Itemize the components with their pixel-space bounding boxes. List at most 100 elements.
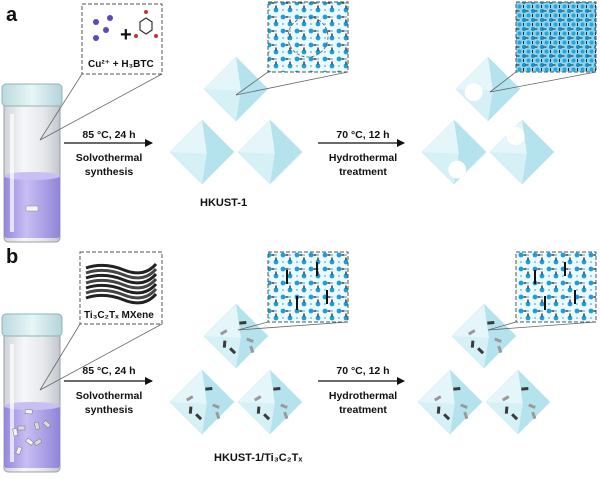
panel-a-collapsed-inset-frame	[515, 1, 597, 73]
mxene-layer-icon	[296, 296, 298, 310]
panel-b-treated-octa-left-mxene-flake	[434, 395, 442, 402]
panel-b-retained-inset-leader-a	[487, 321, 517, 331]
panel-b-treated-octa-right-mxene-flake	[528, 403, 536, 409]
panel-a-vial-glint	[10, 114, 14, 232]
panel-a-vial-cap	[1, 83, 63, 107]
panel-b-octa-top-face-top	[204, 304, 241, 338]
panel-b-vial-flake	[17, 425, 26, 431]
panel-a-letter: a	[6, 4, 18, 26]
panel-a-framework-inset-leader-b	[235, 71, 349, 96]
panel-a-step2-line2: treatment	[339, 166, 387, 178]
panel-b-treated-octa-right-mxene-flake	[511, 413, 519, 421]
panel-a-collapsed-inset-leader-a	[489, 71, 517, 93]
panel-a-octa-right-face-right	[270, 120, 302, 184]
panel-b-step1-conditions: 85 °C, 24 h	[64, 364, 154, 378]
panel-b-octa-top-mxene-flake	[249, 345, 255, 354]
panel-b-treated-octa-top-face-right	[484, 304, 516, 368]
panel-b-treated-octa-left-mxene-flake	[460, 403, 468, 409]
panel-a-reagent-inset	[39, 3, 163, 141]
panel-b-octa-right-mxene-flake	[273, 386, 281, 391]
panel-b-step1-temp: 85 °C, 24 h	[82, 365, 136, 377]
panel-b-treated-octa-top-mxene-flake	[468, 329, 476, 336]
panel-b-octa-right-mxene-flake	[283, 411, 289, 420]
panel-b-octa-left-mxene-flake	[186, 395, 194, 402]
panel-b-octa-right-mxene-flake	[280, 403, 288, 409]
panel-b-step2-temp: 70 °C, 12 h	[336, 365, 390, 377]
panel-b-octa-left-face-right	[202, 370, 234, 434]
btc-ring-icon	[139, 17, 153, 35]
panel-b-composite-inset-leader-a	[237, 321, 269, 331]
mxene-sheet-icon	[85, 277, 158, 290]
panel-a-octa-left	[169, 119, 235, 185]
panel-a-step1-line1: Solvothermal	[75, 152, 143, 164]
panel-b-octa-top-mxene-flake	[246, 337, 254, 343]
panel-b-vial-flake	[33, 421, 41, 431]
panel-b-step1-line1: Solvothermal	[75, 390, 143, 402]
panel-a-step2-temp: 70 °C, 12 h	[336, 129, 390, 141]
panel-b-vial	[1, 313, 63, 473]
panel-b-treated-octa-top-mxene-flake	[487, 320, 495, 325]
panel-a-etched-octa-right-etch-pit	[506, 127, 525, 145]
mxene-layer-icon	[574, 290, 576, 304]
panel-b-vial-flake	[25, 437, 34, 446]
mxene-sheet-icon	[85, 287, 158, 300]
panel-b-octa-left-mxene-flake	[205, 386, 213, 391]
panel-b-treated-octa-right	[485, 369, 551, 435]
panel-b-step1-line2: synthesis	[84, 404, 134, 416]
panel-b-octa-right-mxene-flake	[254, 395, 262, 402]
panel-b-octa-top-face-right	[236, 304, 268, 368]
panel-b-treated-octa-right-face-top	[486, 370, 523, 404]
panel-b-octa-top-mxene-flake	[239, 320, 247, 325]
panel-b-vial-flake	[12, 428, 19, 437]
panel-b-vial-solution-surface	[4, 402, 60, 410]
panel-a-reagent-inset-leader-b	[39, 73, 163, 141]
mxene-sheet-icon	[85, 272, 158, 285]
btc-oxygen-icon	[154, 34, 158, 38]
panel-b-vial-flake	[24, 409, 33, 415]
btc-oxygen-icon	[144, 10, 148, 14]
copper-ion-icon	[103, 27, 109, 33]
panel-b-treated-octa-top-mxene-flake	[470, 340, 475, 348]
panel-a-framework-inset	[235, 1, 349, 96]
mxene-layer-icon	[316, 262, 318, 276]
panel-b-octa-right-mxene-flake	[263, 413, 271, 421]
panel-b-mxene-inset-leader-b	[39, 323, 163, 391]
panel-a-step1-method: Solvothermal synthesis	[64, 151, 154, 179]
panel-b-vial-flake	[15, 446, 23, 455]
panel-b-octa-left-mxene-flake	[215, 411, 221, 420]
panel-b-mxene-inset-leader-a	[39, 323, 81, 391]
pore-outline-icon	[287, 16, 329, 58]
panel-b-mxene-inset	[39, 251, 163, 391]
panel-b-product-label: HKUST-1/Ti₃C₂Tₓ	[214, 452, 303, 464]
panel-a-step2-conditions: 70 °C, 12 h	[318, 128, 408, 142]
panel-b-octa-right-mxene-flake	[256, 406, 261, 414]
panel-b-reagent-label: Ti₃C₂Tₓ MXene	[84, 310, 154, 321]
copper-ion-icon	[93, 19, 99, 25]
panel-b-step2-method: Hydrothermal treatment	[318, 389, 408, 417]
panel-b-treated-octa-left-mxene-flake	[443, 413, 451, 421]
panel-b-treated-octa-left-face-right	[450, 370, 482, 434]
panel-b-vial-flake	[33, 438, 43, 447]
panel-b-step2-line2: treatment	[339, 404, 387, 416]
panel-a-vial-stir-bar	[25, 205, 39, 212]
panel-a-etched-octa-top	[455, 56, 521, 122]
panel-a-etched-octa-top-etch-pit	[464, 83, 483, 102]
panel-b-octa-left	[169, 369, 235, 435]
panel-a-etched-octa-left-etch-pit	[448, 160, 467, 179]
panel-a-step1-line2: synthesis	[84, 166, 134, 178]
panel-b-octa-right	[237, 369, 303, 435]
panel-a-etched-octa-left	[421, 119, 487, 185]
panel-b-composite-inset-leader-b	[237, 321, 349, 331]
panel-a-etched-octa-top-face-top	[456, 57, 493, 91]
panel-b-treated-octa-top	[451, 303, 517, 369]
mxene-sheet-icon	[85, 282, 158, 295]
copper-ion-icon	[93, 35, 99, 41]
panel-b-octa-top-mxene-flake	[220, 329, 228, 336]
panel-a-step2-method: Hydrothermal treatment	[318, 151, 408, 179]
panel-b-treated-octa-left-mxene-flake	[453, 386, 461, 391]
panel-b-octa-right-face-right	[270, 370, 302, 434]
panel-b-retained-inset-frame	[515, 251, 597, 323]
panel-a-plus-sign: +	[120, 24, 132, 46]
